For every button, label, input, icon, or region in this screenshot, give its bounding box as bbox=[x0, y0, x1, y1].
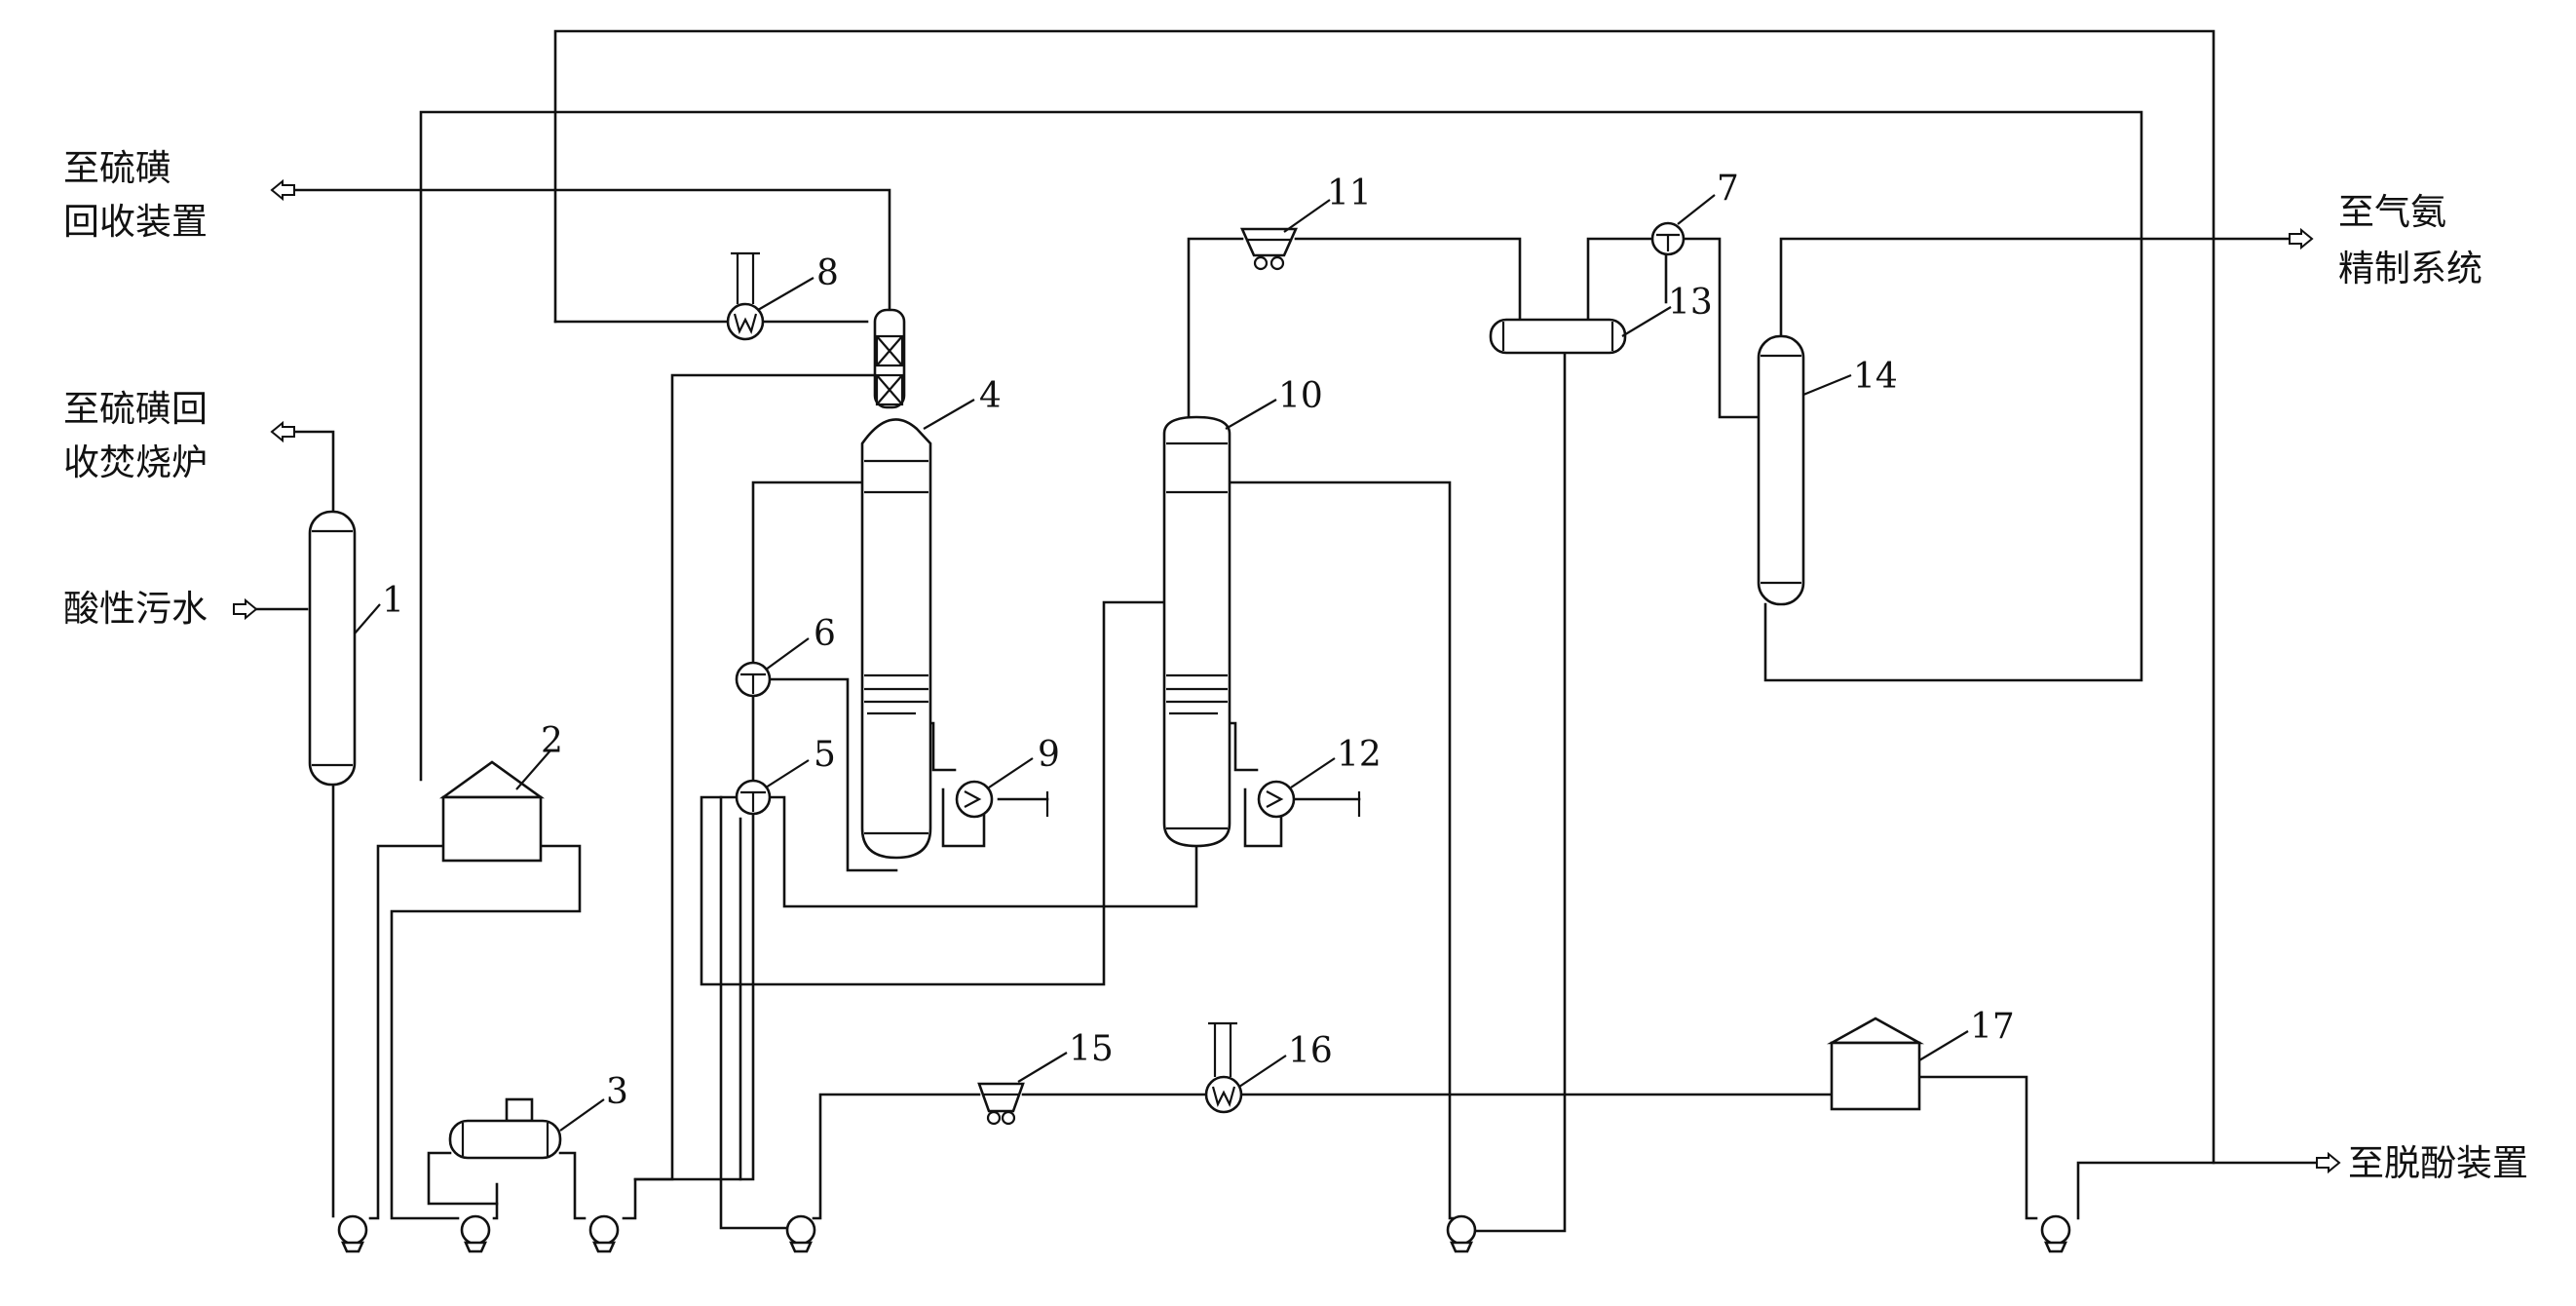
label-acid-water: 酸性污水 bbox=[63, 588, 208, 630]
num-6: 6 bbox=[814, 614, 836, 654]
label-to-ammonia-line1: 至气氨 bbox=[2338, 191, 2446, 233]
cooler-16 bbox=[1204, 1021, 1243, 1114]
num-13: 13 bbox=[1668, 283, 1713, 323]
storage-tank-17 bbox=[1826, 1017, 1925, 1111]
num-2: 2 bbox=[541, 721, 563, 761]
condenser-11 bbox=[1239, 227, 1299, 271]
num-5: 5 bbox=[814, 735, 836, 775]
equipment-numbers: 1 2 3 4 5 6 7 8 9 10 11 12 13 14 15 16 1… bbox=[382, 169, 2015, 1112]
heat-exchanger-6 bbox=[735, 661, 772, 698]
pump-a bbox=[337, 1214, 368, 1253]
pump-f bbox=[2040, 1214, 2071, 1253]
arrow-to-sulfur-recovery bbox=[270, 178, 295, 202]
condenser-15 bbox=[977, 1082, 1025, 1126]
label-to-incinerator-line2: 收焚烧炉 bbox=[63, 442, 208, 483]
pipelines bbox=[242, 29, 2321, 1233]
stripper-column-1 bbox=[308, 510, 357, 787]
num-16: 16 bbox=[1288, 1031, 1333, 1071]
storage-tank-2 bbox=[438, 760, 546, 863]
heat-exchanger-5 bbox=[735, 779, 772, 816]
num-7: 7 bbox=[1717, 169, 1739, 209]
num-17: 17 bbox=[1970, 1007, 2015, 1047]
num-8: 8 bbox=[816, 253, 839, 293]
num-4: 4 bbox=[979, 376, 1002, 416]
vessel-3 bbox=[448, 1097, 562, 1160]
label-to-sulfur-recovery-line1: 至硫磺 bbox=[63, 147, 171, 189]
label-to-dephenol: 至脱酚装置 bbox=[2348, 1142, 2528, 1184]
num-11: 11 bbox=[1327, 173, 1372, 213]
arrow-acid-water-in bbox=[233, 597, 258, 621]
label-to-sulfur-recovery-line2: 回收装置 bbox=[63, 201, 208, 243]
cooler-8 bbox=[726, 251, 765, 341]
arrow-to-incinerator bbox=[270, 420, 295, 443]
flow-arrows bbox=[233, 178, 2341, 1174]
num-1: 1 bbox=[382, 581, 404, 621]
column-14 bbox=[1757, 334, 1805, 606]
column-4 bbox=[860, 308, 932, 860]
pump-d bbox=[785, 1214, 816, 1253]
num-12: 12 bbox=[1337, 735, 1382, 775]
num-9: 9 bbox=[1038, 735, 1060, 775]
leader-lines bbox=[354, 194, 1969, 1132]
heat-exchanger-7 bbox=[1650, 221, 1686, 256]
stream-labels: 至硫磺 回收装置 至硫磺回 收焚烧炉 酸性污水 至气氨 精制系统 至脱酚装置 bbox=[63, 147, 2528, 1184]
reboiler-12 bbox=[1257, 780, 1296, 819]
pumps bbox=[337, 1214, 2071, 1253]
pump-b bbox=[460, 1214, 491, 1253]
drum-13 bbox=[1489, 318, 1627, 355]
label-to-incinerator-line1: 至硫磺回 bbox=[63, 388, 208, 430]
reboiler-9 bbox=[955, 780, 994, 819]
num-10: 10 bbox=[1278, 376, 1323, 416]
pump-e bbox=[1446, 1214, 1477, 1253]
num-15: 15 bbox=[1069, 1029, 1114, 1069]
num-14: 14 bbox=[1853, 357, 1898, 397]
pump-c bbox=[588, 1214, 620, 1253]
num-3: 3 bbox=[606, 1072, 628, 1112]
column-10 bbox=[1162, 415, 1231, 848]
arrow-to-ammonia bbox=[2289, 227, 2314, 250]
label-to-ammonia-line2: 精制系统 bbox=[2338, 248, 2482, 289]
arrow-to-dephenol bbox=[2316, 1151, 2341, 1174]
